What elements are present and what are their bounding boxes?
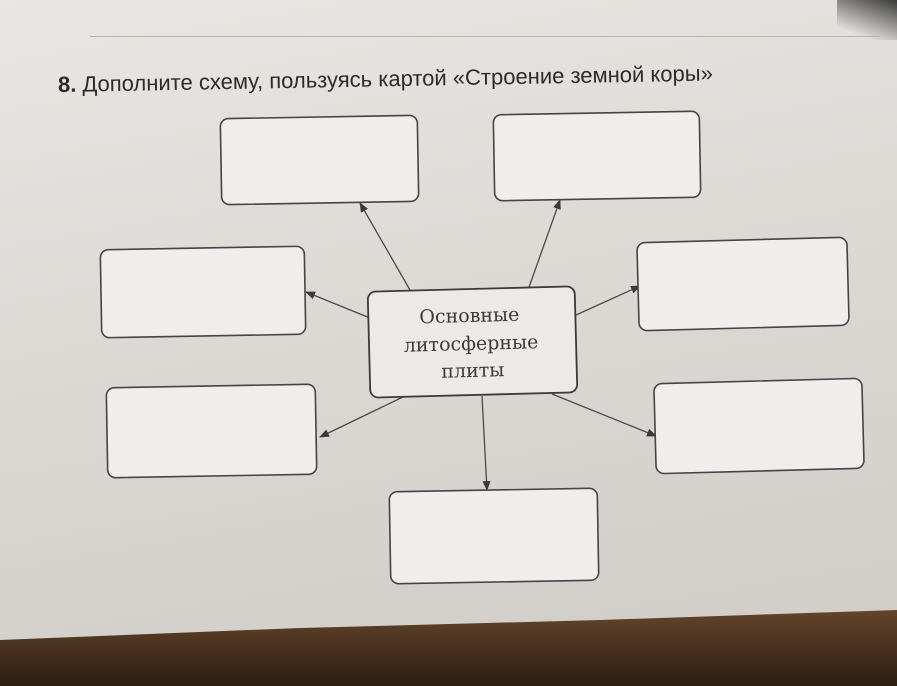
arrow-to-right-upper-box (575, 285, 641, 316)
arrow-to-bottom-box (481, 395, 491, 491)
arrow-to-left-lower-box (319, 395, 406, 438)
center-label-line-1: Основные (419, 304, 520, 329)
arrow-to-top-left-box (359, 202, 411, 291)
answer-box-bottom[interactable] (388, 487, 600, 585)
answer-box-right-upper[interactable] (636, 236, 850, 332)
answer-box-top-left[interactable] (219, 114, 420, 206)
arrow-to-right-lower-box (551, 393, 657, 437)
answer-box-left-lower[interactable] (105, 383, 318, 479)
arrow-to-left-upper-box (305, 291, 371, 319)
answer-box-right-lower[interactable] (653, 377, 865, 475)
center-label-line-2: литосферные (404, 331, 539, 357)
answer-box-top-right[interactable] (492, 110, 702, 202)
arrow-to-top-right-box (527, 199, 561, 291)
top-divider-line (90, 36, 880, 37)
answer-box-left-upper[interactable] (99, 245, 307, 339)
page-corner-shadow (837, 0, 897, 40)
center-box (366, 285, 579, 399)
center-label-line-3: плиты (441, 359, 505, 383)
